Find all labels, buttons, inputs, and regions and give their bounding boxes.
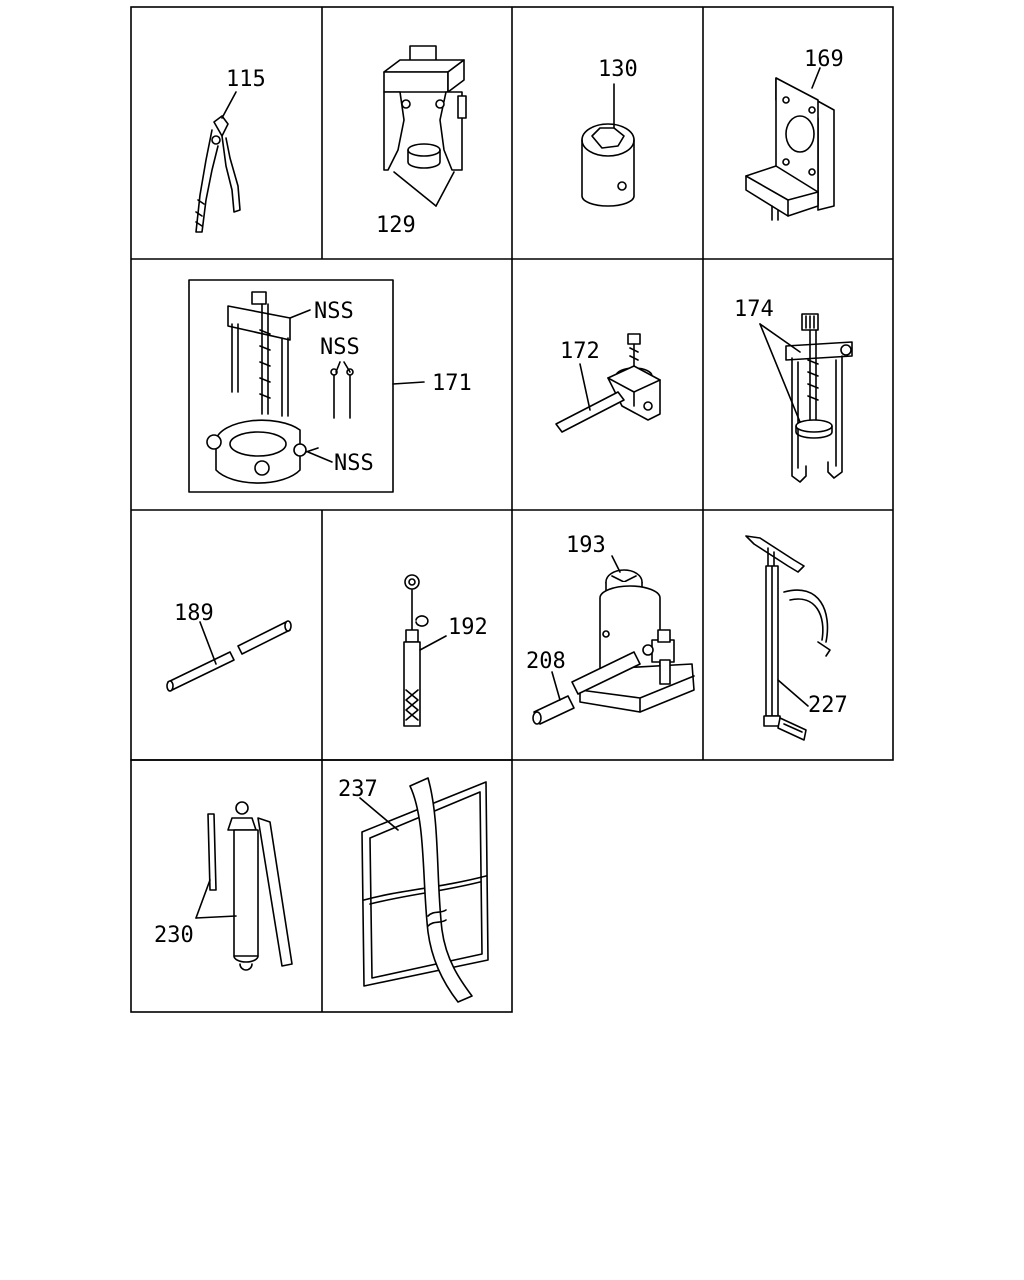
label-189: 189 [174, 601, 214, 626]
part-193-bottle-jack: 193 208 [526, 533, 695, 725]
label-nss-b: NSS [320, 335, 360, 360]
part-172-wrench: 172 [555, 333, 661, 433]
part-129-puller: 129 [376, 45, 467, 238]
part-192-tester: 192 [403, 574, 488, 727]
label-nss-a: NSS [314, 299, 354, 324]
label-174: 174 [734, 297, 774, 322]
grid-frame [130, 6, 894, 1013]
label-237: 237 [338, 777, 378, 802]
label-171: 171 [432, 371, 472, 396]
label-115: 115 [226, 67, 266, 92]
label-129: 129 [376, 213, 416, 238]
label-172: 172 [560, 339, 600, 364]
part-237-tool-bag: 237 [338, 777, 489, 1003]
part-169-bracket: 169 [745, 47, 844, 221]
part-227-pump: 227 [745, 535, 848, 741]
part-230-grease-gun: 230 [154, 801, 293, 971]
label-193: 193 [566, 533, 606, 558]
label-227: 227 [808, 693, 848, 718]
part-115-pliers: 115 [195, 67, 266, 233]
label-169: 169 [804, 47, 844, 72]
part-171-kit: NSS NSS NSS 171 [188, 279, 472, 493]
label-nss-c: NSS [334, 451, 374, 476]
part-189-rod: 189 [166, 601, 292, 692]
part-174-puller: 174 [734, 297, 853, 483]
part-130-socket: 130 [581, 57, 638, 207]
label-208: 208 [526, 649, 566, 674]
label-230: 230 [154, 923, 194, 948]
label-130: 130 [598, 57, 638, 82]
label-192: 192 [448, 615, 488, 640]
